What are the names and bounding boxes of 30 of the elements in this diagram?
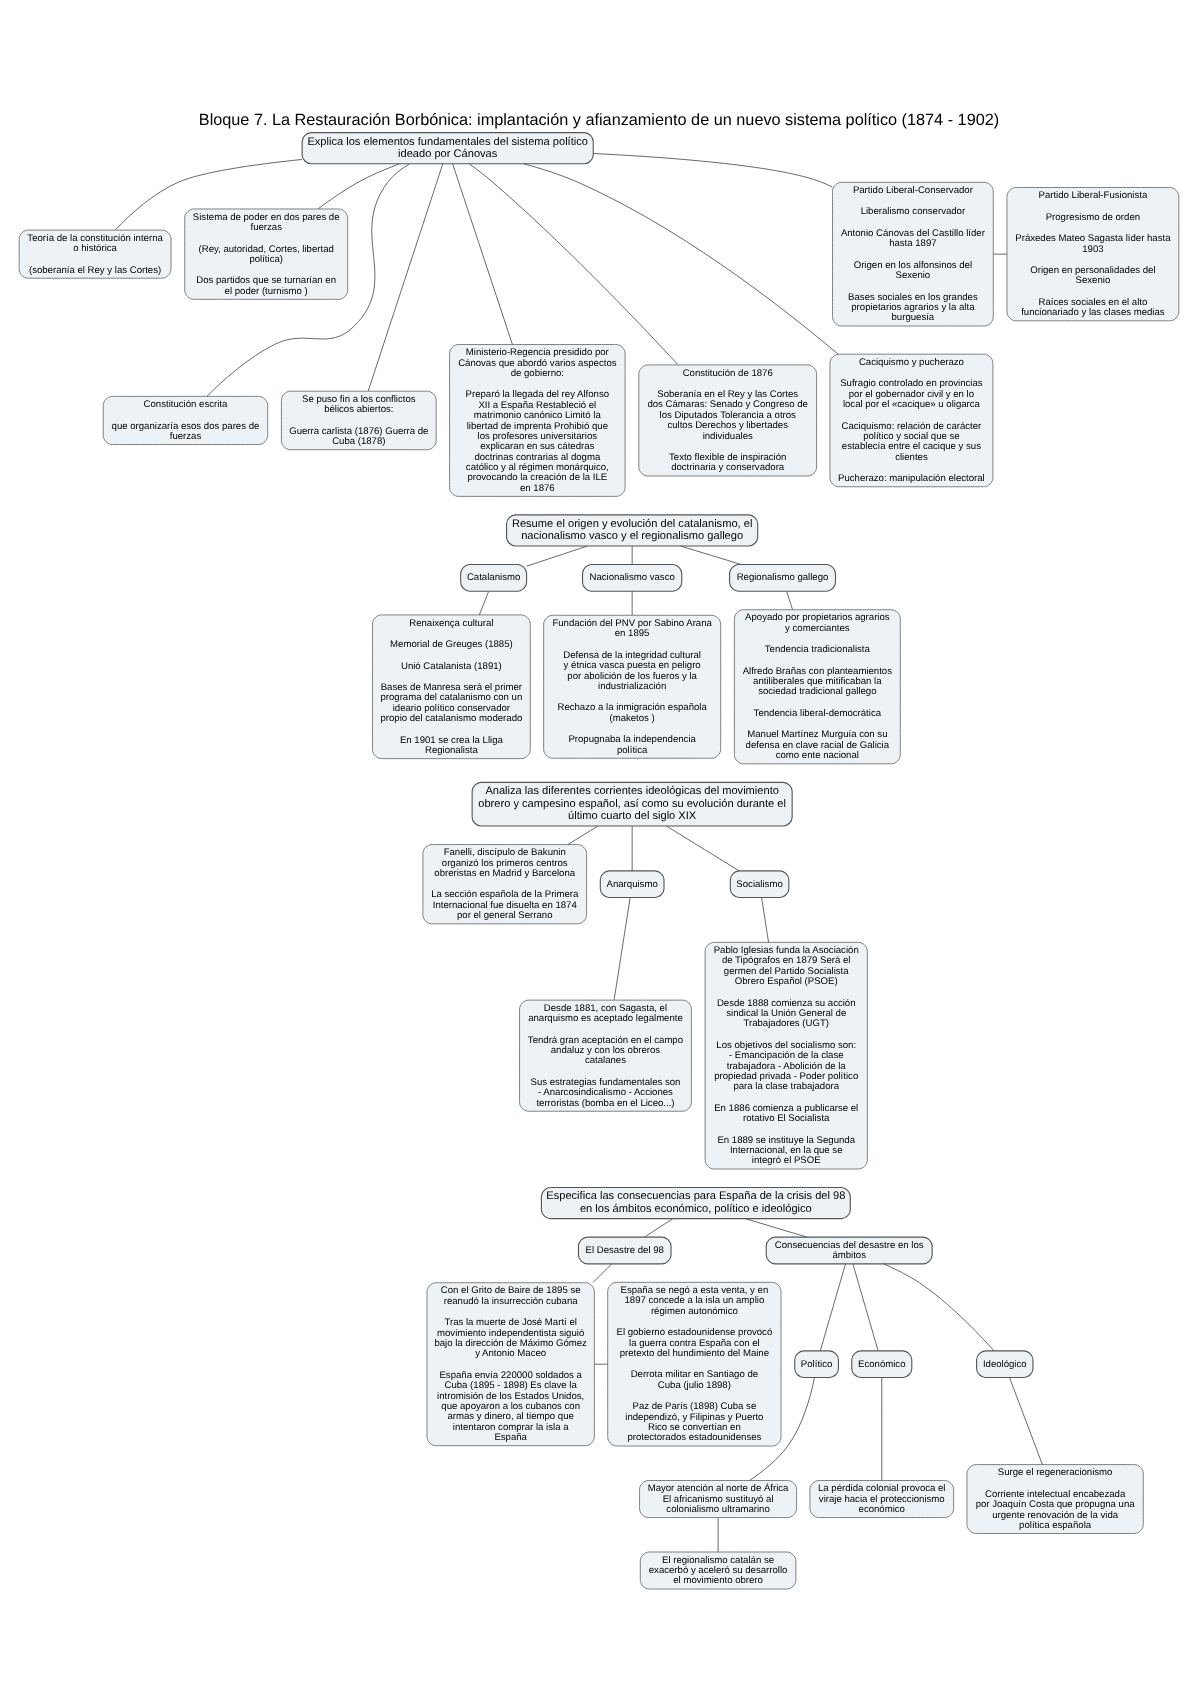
connector bbox=[643, 1217, 674, 1237]
connector bbox=[786, 589, 793, 609]
connector bbox=[592, 1262, 613, 1282]
connector bbox=[666, 824, 740, 871]
connector bbox=[852, 1262, 879, 1351]
connector bbox=[526, 544, 588, 566]
connector bbox=[478, 589, 490, 615]
connector bbox=[567, 824, 599, 844]
connector bbox=[523, 162, 839, 354]
connector bbox=[631, 544, 633, 564]
connector bbox=[452, 162, 513, 344]
connector bbox=[745, 1217, 808, 1237]
connector bbox=[594, 1362, 609, 1364]
connector bbox=[680, 544, 742, 564]
connector bbox=[761, 896, 769, 942]
connector bbox=[992, 252, 1008, 254]
connector bbox=[631, 589, 633, 615]
connector bbox=[631, 824, 633, 871]
connector bbox=[819, 1262, 846, 1351]
connector bbox=[717, 1516, 719, 1552]
connector bbox=[1009, 1376, 1043, 1465]
connector bbox=[115, 158, 303, 230]
connector bbox=[317, 162, 400, 209]
connector bbox=[468, 162, 679, 365]
connector bbox=[367, 162, 444, 391]
connector bbox=[613, 896, 631, 1000]
connector bbox=[881, 1376, 883, 1480]
connector bbox=[593, 152, 833, 187]
connector bbox=[206, 162, 410, 396]
connector bbox=[883, 1262, 995, 1351]
